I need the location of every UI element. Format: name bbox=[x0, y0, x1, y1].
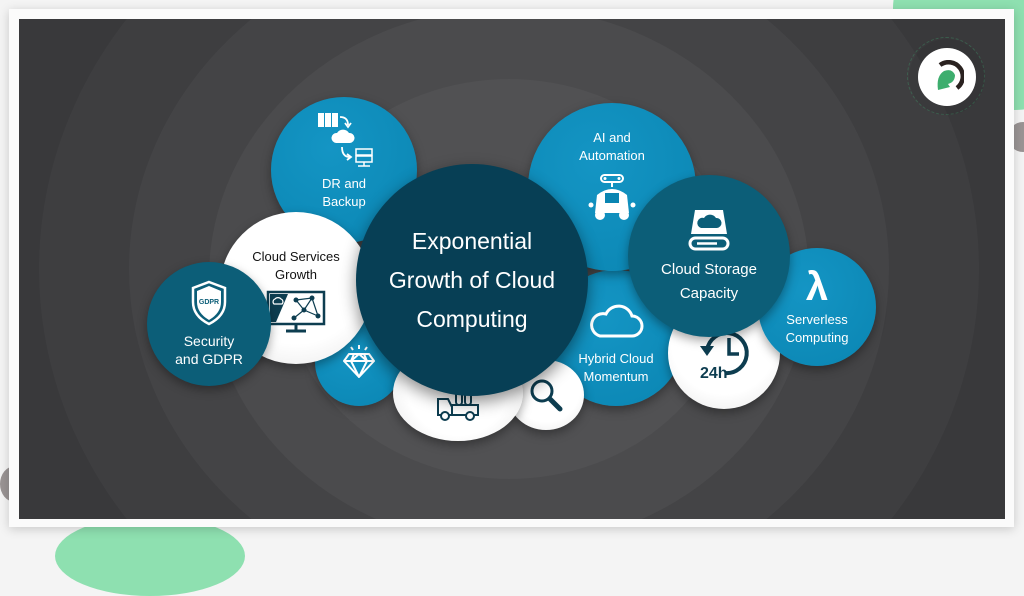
dr-line1: DR and bbox=[321, 176, 367, 191]
storage-line1: Cloud Storage bbox=[661, 261, 757, 278]
diamond-icon bbox=[343, 345, 375, 379]
brand-logo[interactable] bbox=[918, 48, 976, 106]
cloud-drive-icon bbox=[687, 206, 731, 252]
center-line1: Exponential bbox=[411, 227, 533, 254]
bubble-center-title: Exponential Growth of Cloud Computing bbox=[356, 164, 588, 396]
serverless-line2: Computing bbox=[785, 330, 849, 345]
svg-text:GDPR: GDPR bbox=[199, 299, 219, 306]
security-line1: Security bbox=[183, 333, 235, 349]
services-line1: Cloud Services bbox=[252, 249, 340, 264]
dr-line2: Backup bbox=[322, 194, 366, 209]
security-line2: and GDPR bbox=[175, 351, 243, 367]
leaf-helmet-logo-icon bbox=[930, 60, 964, 94]
hybrid-cloud-line2: Momentum bbox=[583, 369, 649, 384]
lambda-icon: λ bbox=[805, 265, 829, 309]
center-line2: Growth of Cloud bbox=[388, 266, 556, 293]
bubble-cloud-storage: Cloud Storage Capacity bbox=[628, 175, 790, 337]
ai-line1: AI and bbox=[593, 130, 631, 145]
bubble-security-gdpr: GDPR Security and GDPR bbox=[147, 262, 271, 386]
serverless-line1: Serverless bbox=[786, 312, 848, 327]
24h-clock-icon: 24h bbox=[695, 324, 753, 382]
magnifier-icon bbox=[529, 378, 563, 412]
ai-line2: Automation bbox=[579, 148, 645, 163]
logo-dashed-ring bbox=[907, 37, 985, 115]
delivery-truck-icon bbox=[436, 385, 480, 421]
center-line3: Computing bbox=[416, 305, 528, 332]
cloud-outline-icon bbox=[586, 304, 646, 340]
monitor-network-icon bbox=[266, 290, 326, 334]
server-cloud-backup-icon bbox=[314, 111, 374, 169]
svg-text:24h: 24h bbox=[700, 365, 728, 382]
services-line2: Growth bbox=[275, 267, 317, 282]
robot-icon bbox=[587, 173, 637, 223]
gdpr-shield-icon: GDPR bbox=[190, 280, 228, 326]
storage-line2: Capacity bbox=[679, 285, 739, 302]
green-accent-bottom bbox=[55, 516, 245, 596]
hybrid-cloud-line1: Hybrid Cloud bbox=[578, 351, 654, 366]
